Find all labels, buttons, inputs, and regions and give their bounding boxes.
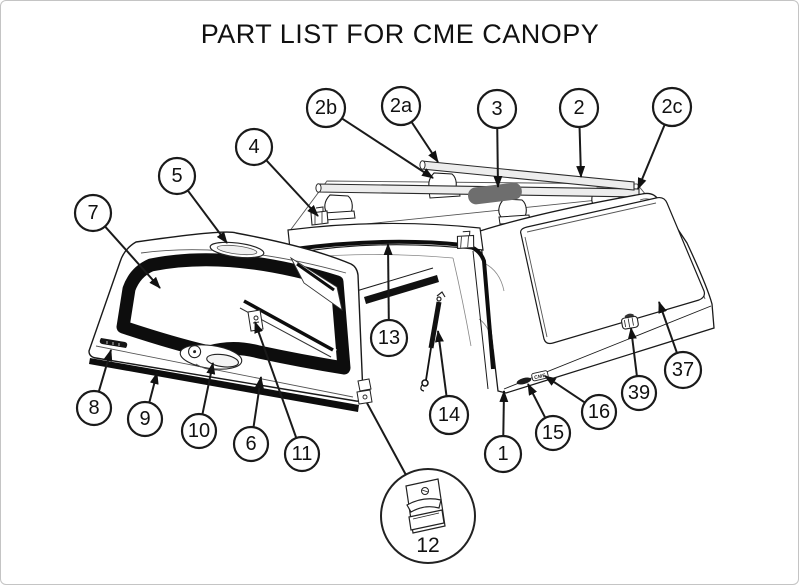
callout-label-7: 7 [87, 202, 98, 224]
page-title: PART LIST FOR CME CANOPY [201, 19, 600, 49]
leader-line-8 [97, 349, 113, 392]
door-corner-latch [356, 378, 373, 405]
callout-balloon-8 [75, 389, 113, 427]
callout-balloon-10 [180, 412, 218, 450]
leader-line-11 [254, 321, 298, 439]
leader-line-1 [499, 390, 509, 437]
callout-balloon-15 [534, 414, 572, 452]
callout-label-13: 13 [378, 327, 400, 349]
detail-latch-drawing [405, 478, 446, 534]
callout-label-9: 9 [139, 408, 150, 430]
door-bottom-seal [89, 358, 359, 412]
callout-balloon-3 [476, 88, 518, 130]
cme-badge-text: CME [534, 373, 547, 382]
callout-label-15: 15 [542, 422, 564, 444]
leader-line-10 [201, 362, 216, 415]
leader-line-2 [576, 126, 586, 178]
callout-balloon-2b [305, 87, 347, 129]
detail-circle: 12 [380, 468, 476, 564]
callout-label-14: 14 [438, 404, 460, 426]
callout-balloon-39 [620, 374, 658, 412]
callout-balloon-13 [369, 318, 409, 358]
leader-line-15 [527, 383, 547, 419]
callout-balloon-11 [283, 435, 321, 473]
door-top-handle [209, 241, 265, 259]
leader-line-37 [658, 301, 678, 354]
leader-line-5 [186, 189, 228, 244]
callout-label-2: 2 [573, 97, 584, 119]
rear-frame-header [287, 222, 484, 254]
callout-balloon-14 [428, 394, 470, 436]
callout-balloon-6 [232, 425, 270, 463]
leader-line-14 [434, 330, 448, 397]
detail-label: 12 [416, 534, 439, 557]
callout-label-2c: 2c [661, 96, 682, 118]
callout-balloon-37 [663, 350, 703, 390]
leader-line-7 [104, 225, 161, 289]
callout-label-2a: 2a [390, 95, 413, 117]
callout-balloon-2 [558, 87, 600, 129]
canopy-roof [288, 180, 647, 233]
leader-line-2b [341, 117, 434, 179]
callout-label-1: 1 [497, 443, 508, 465]
callout-label-16: 16 [588, 401, 610, 423]
door-window-seal [116, 253, 351, 375]
leader-line-6 [252, 376, 264, 428]
callout-label-39: 39 [628, 382, 650, 404]
callout-label-4: 4 [248, 136, 259, 158]
callout-label-3: 3 [491, 98, 502, 120]
callout-label-10: 10 [188, 420, 210, 442]
callout-label-5: 5 [171, 165, 182, 187]
callout-label-37: 37 [672, 359, 694, 381]
callout-layer: 2b 2a 3 2 2c 4 5 7 8 9 10 6 11 13 14 1 15 16 39 37 [73, 85, 703, 476]
door-brand-badge [99, 338, 128, 348]
callout-balloon-16 [580, 393, 618, 431]
callout-label-8: 8 [88, 397, 99, 419]
callout-balloon-9 [126, 400, 164, 438]
cme-badge: CME [531, 370, 549, 382]
rear-door [88, 231, 373, 412]
hinge-bracket [247, 309, 264, 332]
leader-line-13 [383, 243, 393, 321]
bump-stop-oval [516, 377, 532, 385]
leader-line-39 [627, 327, 638, 377]
leader-line-16 [544, 375, 586, 404]
callout-label-2b: 2b [315, 97, 337, 119]
roof-pad [468, 182, 522, 205]
leader-line-2a [410, 121, 439, 163]
callout-balloon-2a [380, 85, 422, 127]
leader-line-4 [265, 159, 319, 217]
callout-label-11: 11 [292, 443, 313, 465]
leader-line-9 [148, 372, 159, 403]
gas-strut [420, 291, 446, 392]
callout-balloon-5 [157, 156, 197, 196]
callout-balloon-7 [73, 193, 113, 233]
leader-line-3 [493, 127, 503, 188]
side-window-latch-icon [621, 313, 639, 330]
detail-leader-line [366, 402, 407, 476]
rear-opening-seal [294, 239, 495, 370]
callout-label-6: 6 [245, 433, 256, 455]
rear-post-inner-line [472, 250, 489, 390]
roof-rack-front-bar [419, 160, 635, 191]
callout-balloon-1 [483, 434, 523, 474]
leader-line-2c [637, 124, 666, 190]
callout-balloon-2c [651, 86, 693, 128]
callout-balloon-4 [234, 127, 274, 167]
